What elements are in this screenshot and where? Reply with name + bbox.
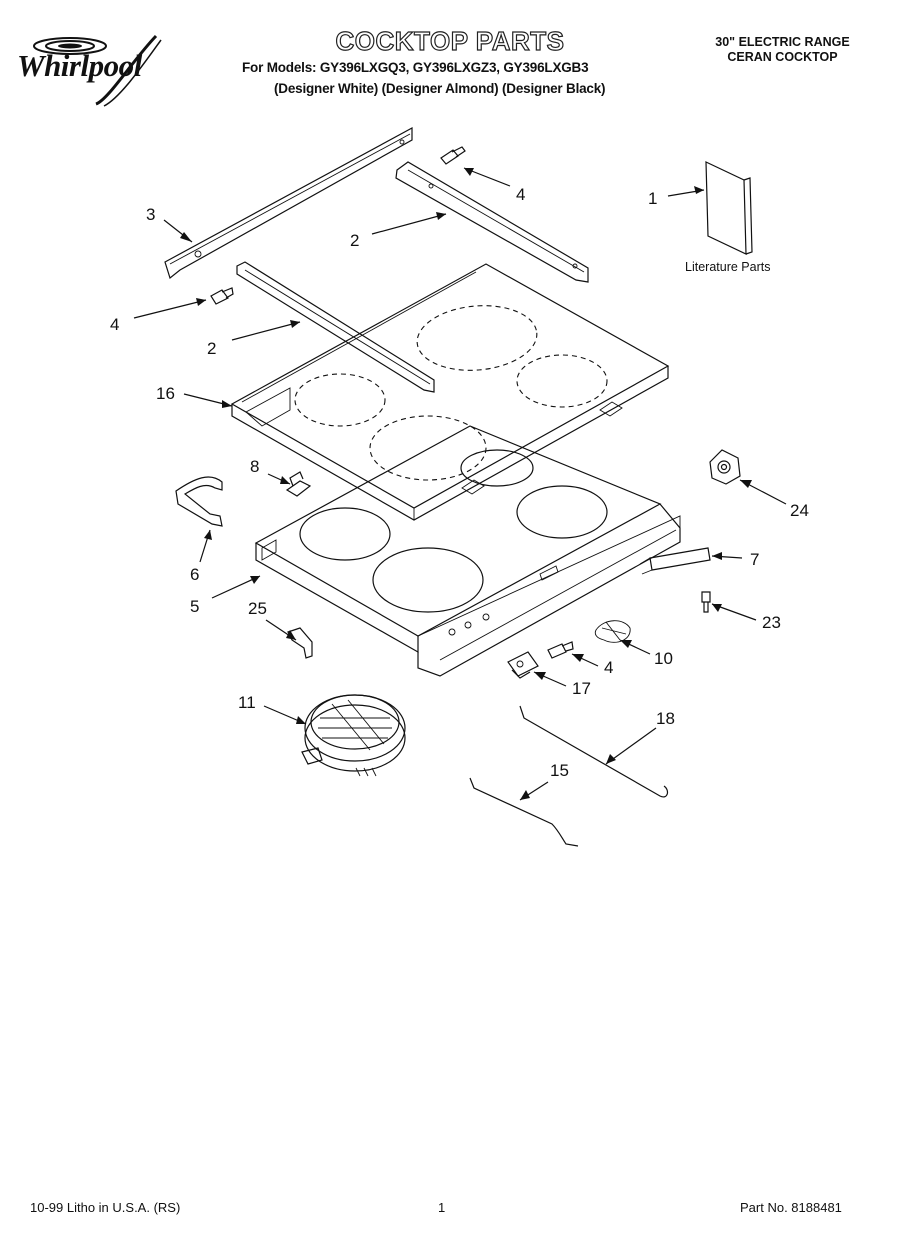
part-3-bracket-drawing — [164, 126, 413, 280]
part-15-rod-drawing — [469, 777, 579, 847]
part-4-screw-top-drawing — [440, 146, 466, 165]
part-2-upper-bracket-drawing — [395, 161, 589, 283]
callout-3: 3 — [146, 205, 155, 224]
product-type-line-1: 30" ELECTRIC RANGE — [715, 35, 850, 49]
variants-line: (Designer White) (Designer Almond) (Desi… — [274, 81, 606, 96]
footer-page-number: 1 — [438, 1200, 446, 1215]
callout-18: 18 — [656, 709, 675, 728]
part-24-limit-switch-drawing — [709, 449, 741, 485]
part-4-screw-left-drawing — [210, 287, 234, 305]
callout-16: 16 — [156, 384, 175, 403]
callout-4-right: 4 — [604, 658, 613, 677]
brand-wordmark: Whirlpool — [17, 48, 142, 83]
page-title: COCKTOP PARTS — [335, 25, 565, 56]
whirlpool-logo — [33, 34, 162, 107]
callout-7: 7 — [750, 550, 759, 569]
footer-part-number: Part No. 8188481 — [740, 1200, 842, 1215]
callout-17: 17 — [572, 679, 591, 698]
part-1-literature-drawing — [705, 161, 753, 255]
part-2-lower-bracket-drawing — [236, 261, 435, 393]
callout-25: 25 — [248, 599, 267, 618]
part-18-rod-drawing — [519, 705, 669, 798]
part-16-ceran-cooktop-drawing — [230, 263, 670, 521]
callout-24: 24 — [790, 501, 809, 520]
callout-11: 11 — [238, 693, 256, 712]
part-10-switch-drawing — [594, 620, 631, 643]
part-6-bracket-drawing — [175, 476, 223, 527]
part-8-clip-drawing — [285, 471, 312, 497]
footer-print-info: 10-99 Litho in U.S.A. (RS) — [30, 1200, 181, 1215]
models-line: For Models: GY396LXGQ3, GY396LXGZ3, GY39… — [242, 60, 589, 75]
part-4-screw-right-drawing — [547, 641, 574, 659]
part-23-screw-drawing — [701, 591, 711, 613]
literature-parts-label: Literature Parts — [685, 260, 770, 274]
leader-lines — [133, 167, 787, 801]
callout-10: 10 — [654, 649, 673, 668]
part-25-clip-drawing — [287, 627, 313, 659]
callout-23: 23 — [762, 613, 781, 632]
part-17-switch-drawing — [507, 651, 539, 679]
callout-8: 8 — [250, 457, 259, 476]
product-type-line-2: CERAN COCKTOP — [727, 50, 838, 64]
callout-6: 6 — [190, 565, 199, 584]
callout-15: 15 — [550, 761, 569, 780]
callout-4-top: 4 — [516, 185, 525, 204]
callout-1: 1 — [648, 189, 657, 208]
callout-2-upper: 2 — [350, 231, 359, 250]
part-11-radiant-element-drawing — [301, 694, 406, 777]
callout-5: 5 — [190, 597, 199, 616]
callout-2-lower: 2 — [207, 339, 216, 358]
callout-4-left: 4 — [110, 315, 119, 334]
part-7-rail-drawing — [639, 547, 711, 575]
part-5-chassis-drawing — [254, 425, 681, 677]
